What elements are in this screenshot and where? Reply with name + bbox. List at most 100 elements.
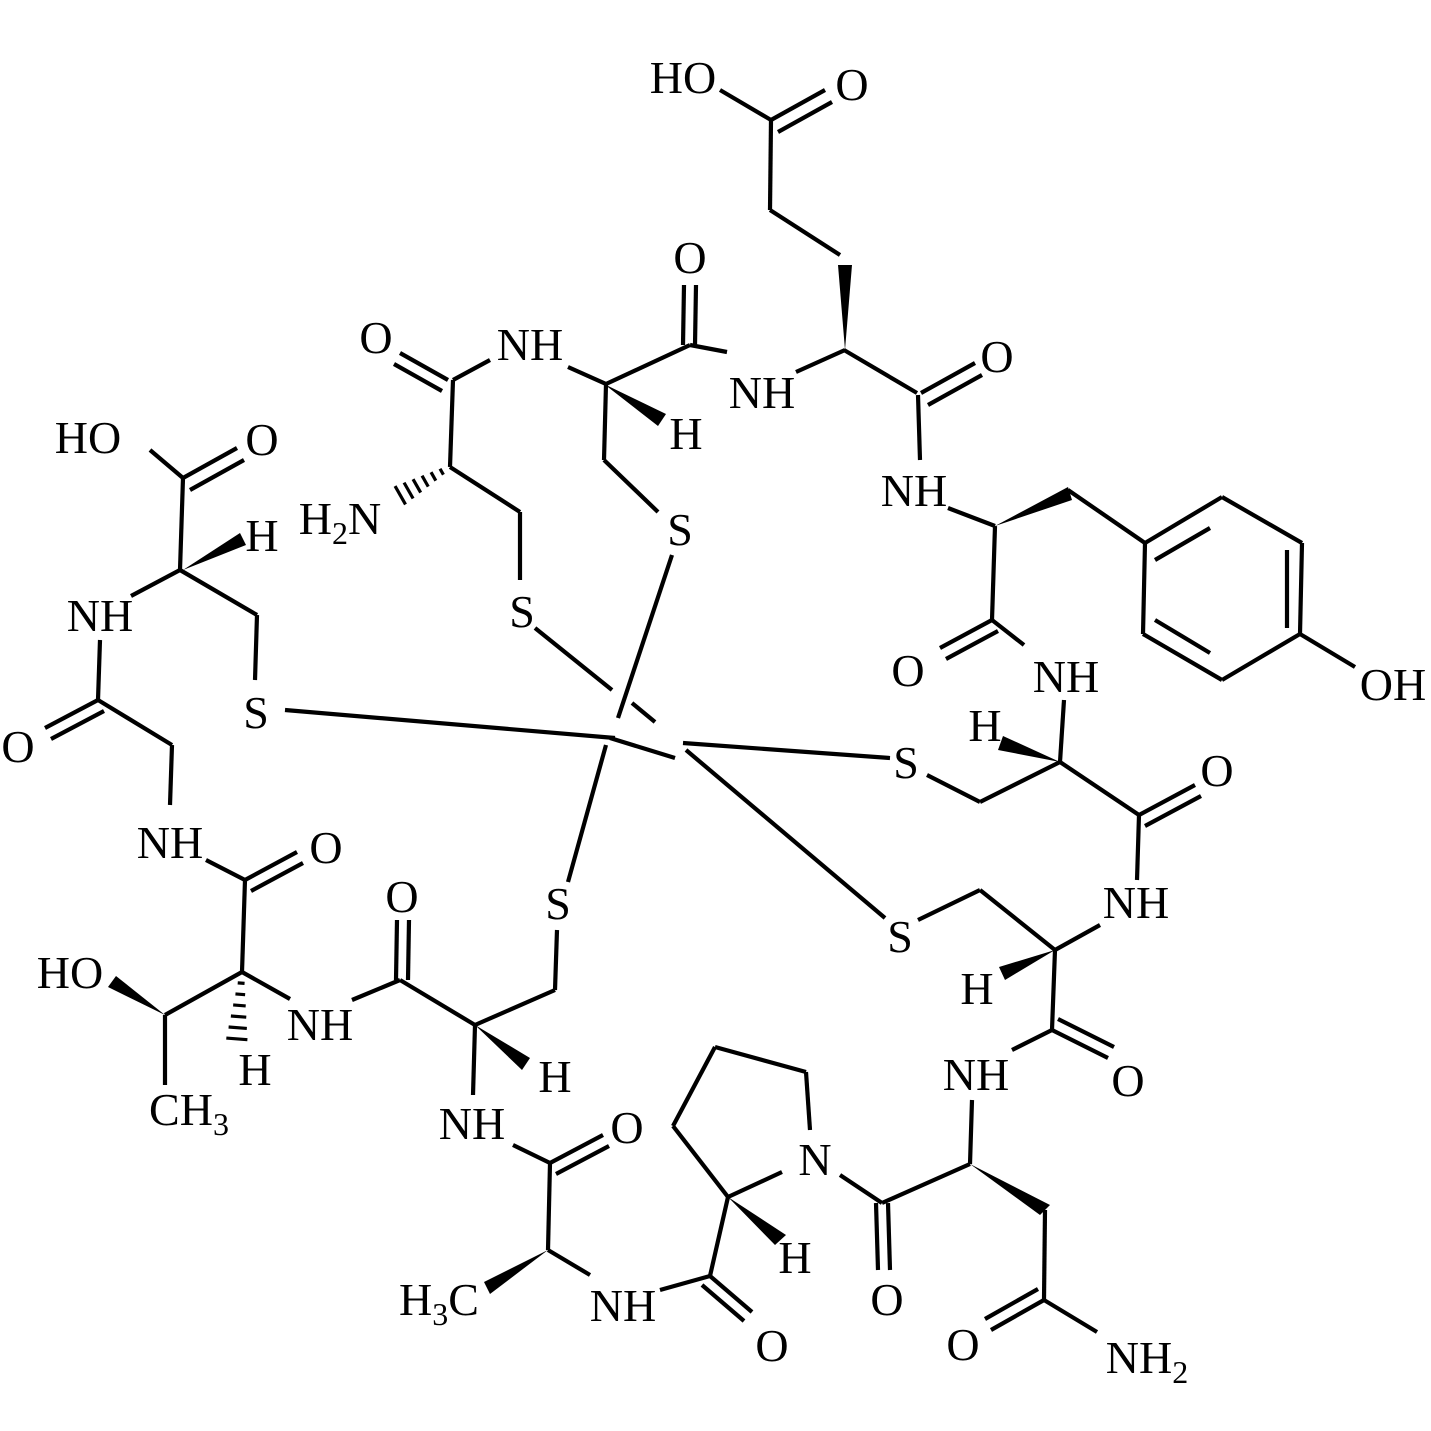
single-bond bbox=[990, 618, 1026, 647]
atom-label-h-top: H bbox=[669, 408, 703, 459]
single-bond bbox=[659, 1273, 711, 1293]
atom-label-ho-left: HO bbox=[54, 412, 122, 463]
single-bond bbox=[474, 988, 556, 1027]
atom-label-nh-pro: NH bbox=[589, 1280, 657, 1331]
atom-label-nh-gly: NH bbox=[136, 817, 204, 868]
hashed-bond bbox=[402, 481, 415, 500]
single-bond bbox=[167, 744, 175, 806]
atom-label-o-left-gly: O bbox=[1, 721, 35, 772]
single-bond bbox=[795, 348, 846, 374]
atom-label-h-cys-right: H bbox=[968, 700, 1002, 751]
single-bond bbox=[1220, 495, 1304, 545]
disulfide-bond bbox=[630, 701, 657, 724]
wedge-bond bbox=[728, 1197, 786, 1245]
single-bond bbox=[398, 978, 477, 1027]
single-bond bbox=[803, 1071, 813, 1131]
atom-label-h-thr: H bbox=[238, 1044, 272, 1095]
double-bond bbox=[692, 284, 699, 346]
double-bond bbox=[1144, 794, 1202, 828]
atom-label-o-leftcys: O bbox=[359, 312, 393, 363]
double-bond bbox=[700, 1283, 746, 1323]
double-bond bbox=[398, 351, 450, 382]
atom-label-o-asn-carb: O bbox=[870, 1274, 904, 1325]
atom-label-o-cys-right: O bbox=[1200, 745, 1234, 796]
single-bond bbox=[178, 568, 259, 617]
wedge-bond bbox=[183, 533, 246, 570]
single-bond bbox=[671, 1046, 717, 1127]
atom-label-nh-ala: NH bbox=[438, 1098, 506, 1149]
single-bond bbox=[602, 458, 660, 514]
single-bond bbox=[1058, 760, 1141, 817]
atom-label-o-tyr: O bbox=[891, 645, 925, 696]
disulfide-bond bbox=[284, 707, 616, 741]
double-bond bbox=[392, 362, 444, 393]
double-bond bbox=[250, 861, 304, 893]
single-bond bbox=[1042, 1298, 1099, 1334]
single-bond bbox=[163, 970, 244, 1017]
double-bond bbox=[44, 698, 99, 730]
atom-label-o-asn-side: O bbox=[946, 1319, 980, 1370]
atom-label-o-cys-bottom: O bbox=[385, 871, 419, 922]
double-bond bbox=[1057, 1017, 1115, 1049]
single-bond bbox=[881, 1162, 971, 1205]
atom-label-nh-top2: NH bbox=[728, 367, 796, 418]
single-bond bbox=[240, 970, 292, 1001]
single-bond bbox=[567, 365, 607, 386]
double-bond bbox=[926, 373, 984, 407]
wedge-bond bbox=[838, 265, 852, 350]
double-bond bbox=[885, 1202, 893, 1271]
disulfide-bond bbox=[684, 748, 887, 920]
atom-label-h-cys-br: H bbox=[960, 963, 994, 1014]
single-bond bbox=[448, 465, 522, 514]
single-bond bbox=[552, 929, 560, 991]
disulfide-bond bbox=[533, 626, 614, 692]
double-bond bbox=[50, 709, 105, 741]
single-bond bbox=[351, 978, 401, 1002]
single-bond bbox=[1053, 923, 1102, 952]
wedge-bond bbox=[995, 487, 1072, 526]
hashed-bond bbox=[230, 1014, 247, 1019]
single-bond bbox=[917, 888, 981, 922]
single-bond bbox=[1140, 542, 1148, 635]
wedge-bond bbox=[604, 384, 666, 426]
double-bond bbox=[919, 361, 977, 395]
double-bond bbox=[405, 919, 412, 981]
hashed-bond bbox=[438, 467, 445, 476]
atom-label-h-leftcys: H bbox=[245, 510, 279, 561]
double-bond bbox=[680, 284, 687, 346]
atom-label-s-bottom-left: S bbox=[545, 878, 571, 929]
atom-label-oh-tyr: OH bbox=[1359, 659, 1427, 710]
atom-label-s-left: S bbox=[243, 687, 269, 738]
atom-label-s-bottom-right: S bbox=[887, 911, 913, 962]
atom-label-nh-right: NH bbox=[1102, 877, 1170, 928]
single-bond bbox=[601, 383, 609, 461]
atom-label-nh-top: NH bbox=[496, 319, 564, 370]
atom-label-ho-thr: HO bbox=[36, 947, 104, 998]
single-bond bbox=[252, 614, 260, 681]
hashed-bond bbox=[411, 478, 423, 494]
atom-label-o-glu-right: O bbox=[980, 331, 1014, 382]
wedge-bond bbox=[970, 1164, 1050, 1215]
single-bond bbox=[978, 888, 1057, 952]
single-bond bbox=[512, 1143, 551, 1165]
single-bond bbox=[546, 1248, 592, 1277]
atom-label-s-right-mid: S bbox=[893, 737, 919, 788]
single-bond bbox=[707, 1196, 731, 1277]
double-bond bbox=[989, 1298, 1046, 1332]
double-bond bbox=[873, 1202, 881, 1271]
disulfide-bond bbox=[616, 554, 674, 719]
double-bond bbox=[549, 1133, 604, 1165]
hashed-bond bbox=[237, 981, 245, 986]
atom-label-glu-oh: HO bbox=[649, 52, 717, 103]
wedge-bond bbox=[475, 1025, 530, 1070]
atom-label-h2n: H2N bbox=[298, 493, 382, 551]
atom-label-o-thr: O bbox=[309, 822, 343, 873]
single-bond bbox=[1066, 488, 1147, 545]
single-bond bbox=[148, 448, 185, 480]
atom-label-h-pro: H bbox=[778, 1232, 812, 1283]
atom-label-o-ala: O bbox=[610, 1102, 644, 1153]
hashed-bond bbox=[235, 992, 246, 997]
hashed-bond bbox=[429, 471, 438, 482]
atom-label-h-cys-bl: H bbox=[538, 1051, 572, 1102]
atom-label-ch3-thr: CH3 bbox=[149, 1084, 229, 1142]
